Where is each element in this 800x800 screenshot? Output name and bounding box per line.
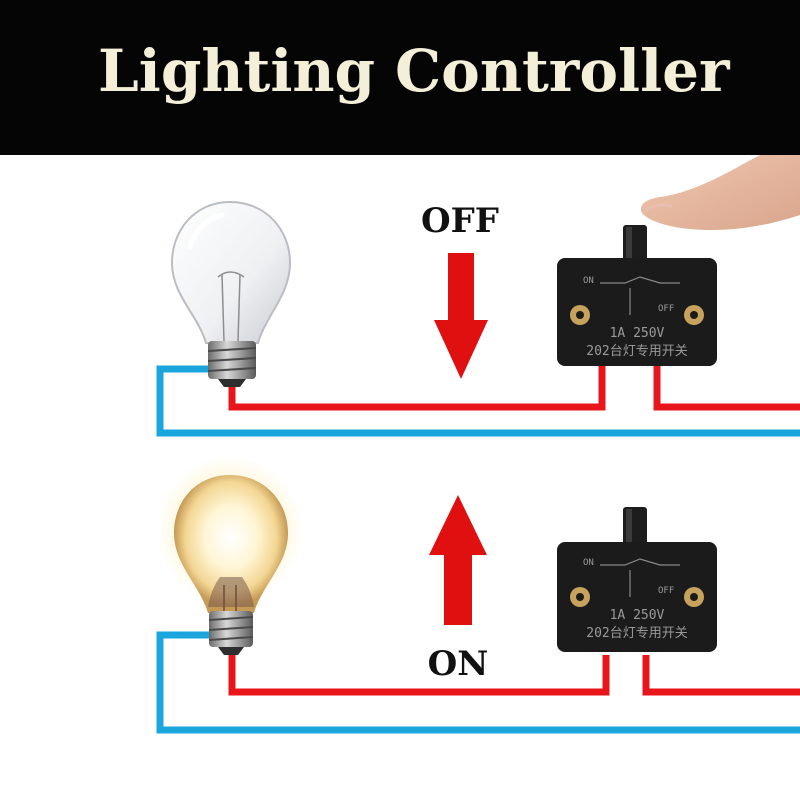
bulb-on-icon bbox=[156, 456, 304, 655]
live-wire-top-right bbox=[653, 363, 800, 411]
circuit-diagram: OFF ON OFF 1A 250V 202台灯专用开关 ON bbox=[156, 155, 800, 734]
switch-top-off-mark: OFF bbox=[658, 304, 674, 314]
switch-top-on-mark: ON bbox=[583, 276, 594, 286]
switch-top-model: 202台灯专用开关 bbox=[586, 344, 687, 359]
micro-switch-top: ON OFF 1A 250V 202台灯专用开关 bbox=[557, 225, 717, 366]
arrow-up-icon bbox=[429, 495, 487, 625]
micro-switch-bottom: ON OFF 1A 250V 202台灯专用开关 bbox=[557, 507, 717, 652]
neutral-wire-bottom bbox=[156, 631, 800, 734]
off-label: OFF bbox=[421, 201, 499, 241]
finger-icon bbox=[640, 155, 800, 231]
title-word-lighting: Lighting bbox=[98, 37, 376, 105]
bulb-off-icon bbox=[170, 200, 292, 387]
title-word-controller: Controller bbox=[395, 37, 730, 105]
arrow-down-icon bbox=[434, 253, 488, 379]
title-banner bbox=[0, 0, 800, 155]
switch-bottom-off-mark: OFF bbox=[658, 586, 674, 596]
switch-top-rating: 1A 250V bbox=[610, 326, 665, 341]
switch-bottom-model: 202台灯专用开关 bbox=[586, 626, 687, 641]
live-wire-bottom-right bbox=[642, 655, 800, 696]
live-wire-bottom-left bbox=[228, 652, 610, 696]
neutral-wire-top bbox=[156, 365, 800, 437]
on-label: ON bbox=[428, 644, 489, 684]
live-wire-top-left bbox=[228, 363, 606, 411]
switch-bottom-on-mark: ON bbox=[583, 558, 594, 568]
switch-bottom-rating: 1A 250V bbox=[610, 608, 665, 623]
